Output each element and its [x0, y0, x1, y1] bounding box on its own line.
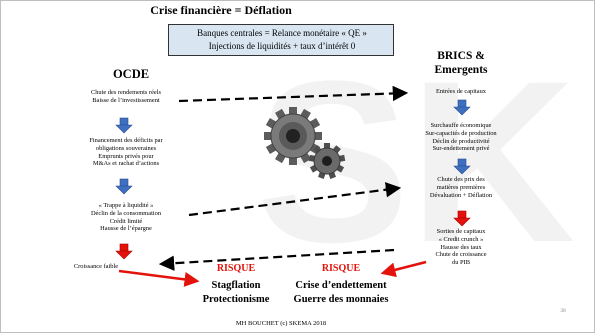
brics-block-3-line: matières premières	[436, 183, 486, 191]
capital-outflow-arrow	[158, 248, 395, 271]
small-gear-icon	[308, 143, 346, 179]
brics-block-2-line: Déclin de productivité	[432, 137, 490, 145]
oecd-red-down-arrow	[115, 243, 133, 260]
oecd-block-1-line: Chute des rendements réels	[90, 89, 162, 96]
oecd-block-3-line: Déclin de la consommation	[90, 209, 162, 217]
brics-block-3-line: Chute des prix des	[437, 176, 485, 183]
central-bank-line2: Injections de liquidités + taux d’intérê…	[208, 41, 356, 51]
risk-1-text: Stagflation Protectionisme	[191, 279, 281, 306]
brics-block-4: Sorties de capitaux « Credit crunch » Ha…	[396, 228, 526, 267]
brics-block-2-line: Sur-endettement privé	[432, 145, 490, 153]
brics-block-4-line: Sorties de capitaux	[436, 228, 486, 235]
oecd-block-4: Croissance faible	[73, 263, 119, 270]
brics-block-4-line: Hausse des taux	[440, 243, 482, 251]
brics-block-2-line: Surchauffe économique	[430, 122, 492, 129]
risk-1-arrow	[118, 269, 200, 287]
brics-block-3-line: Dévaluation + Déflation	[429, 191, 493, 199]
footer-credit: MH BOUCHET (c) SKEMA 2018	[235, 320, 327, 327]
oecd-heading: OCDE	[112, 67, 150, 81]
brics-block-2-line: Sur-capacités de production	[425, 129, 497, 137]
risk-2-label: RISQUE	[321, 263, 361, 274]
oecd-block-1-line: Baisse de l’investissement	[92, 96, 160, 104]
brics-block-4-line: « Credit crunch »	[438, 235, 484, 243]
risk-1-line: Protectionisme	[202, 293, 270, 305]
oecd-block-3-line: Hausse de l’épargne	[100, 225, 152, 233]
brics-block-1: Entrées de capitaux	[435, 88, 487, 95]
risk-2-text: Crise d’endettement Guerre des monnaies	[281, 279, 401, 306]
oecd-block-2-line: M&As et rachat d’actions	[92, 160, 160, 168]
brics-block-4-line: du PIB	[452, 259, 470, 267]
risk-2-line: Crise d’endettement	[295, 280, 387, 291]
brics-down-arrow-1	[453, 99, 471, 116]
brics-red-down-arrow	[453, 210, 471, 227]
slide-title: Crise financière = Déflation	[150, 3, 292, 17]
brics-block-3: Chute des prix des matières premières Dé…	[396, 176, 526, 199]
brics-heading-line: Emergents	[434, 63, 488, 76]
risk-1-label: RISQUE	[216, 263, 256, 274]
oecd-block-2-line: obligations souveraines	[95, 144, 157, 152]
capital-inflow-arrow	[178, 85, 409, 103]
oecd-block-2: Financement des déficits par obligations…	[41, 137, 211, 168]
oecd-down-arrow-2	[115, 178, 133, 195]
svg-text:SK: SK	[256, 33, 576, 290]
central-bank-box: Banques centrales = Relance monétaire « …	[168, 24, 394, 56]
oecd-down-arrow-1	[115, 117, 133, 134]
page-number: 38	[560, 308, 566, 314]
commodity-link-arrow	[188, 182, 402, 217]
oecd-block-3-line: « Trappe à liquidité »	[98, 202, 154, 209]
brics-heading: BRICS & Emergents	[416, 50, 506, 78]
central-bank-line1: Banques centrales = Relance monétaire « …	[197, 28, 367, 38]
oecd-block-3: « Trappe à liquidité » Déclin de la cons…	[41, 202, 211, 233]
brics-down-arrow-2	[453, 158, 471, 175]
risk-1-line: Stagflation	[211, 280, 261, 291]
oecd-block-1: Chute des rendements réels Baisse de l’i…	[41, 89, 211, 105]
risk-2-arrow	[380, 260, 427, 278]
oecd-block-2-line: Emprunts privés pour	[98, 152, 154, 160]
oecd-block-3-line: Crédit limité	[109, 217, 143, 225]
risk-2-line: Guerre des monnaies	[293, 293, 389, 305]
oecd-block-2-line: Financement des déficits par	[89, 137, 163, 144]
brics-heading-line: BRICS &	[437, 50, 485, 62]
brics-block-2: Surchauffe économique Sur-capacités de p…	[396, 122, 526, 153]
brics-block-4-line: Chute de croissance	[435, 251, 487, 259]
